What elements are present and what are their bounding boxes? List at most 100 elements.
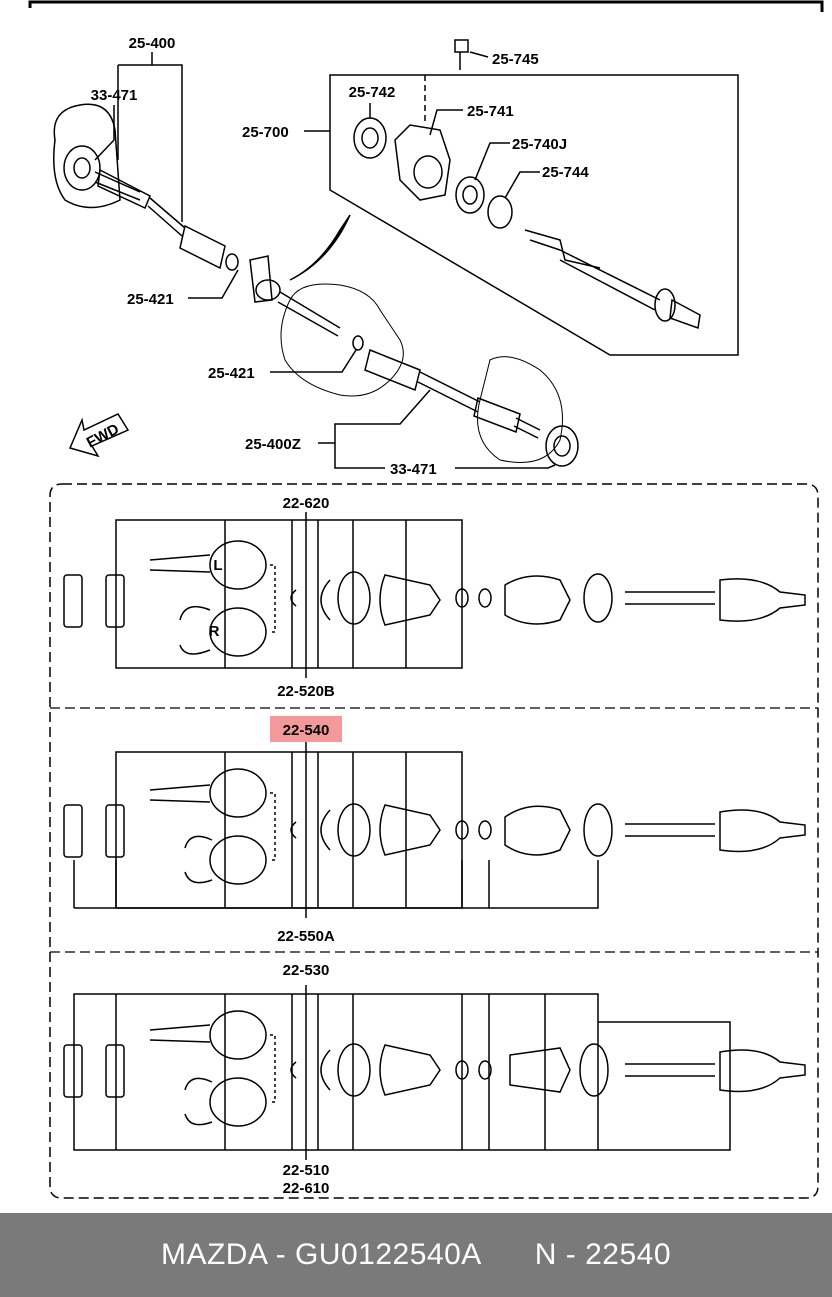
label-22-510: 22-510 (283, 1162, 330, 1179)
option-panel-2 (63, 742, 806, 918)
panel3-circlip (290, 1061, 297, 1079)
bolt-part (454, 39, 469, 70)
panel1-grease-tube-a (63, 574, 83, 628)
panel2-joint-bracket (270, 792, 276, 861)
left-outer-joint (97, 168, 151, 210)
panel1-shaft (625, 591, 715, 605)
leader-33-471-bottom (455, 464, 556, 469)
right-stub (513, 417, 541, 439)
panel2-joint-lower-boot (184, 835, 213, 884)
panel1-joint-l (209, 540, 267, 590)
options-frame (49, 483, 819, 1199)
label-22-610: 22-610 (283, 1180, 330, 1197)
label-25-421-b: 25-421 (208, 365, 255, 382)
right-hub-nut (545, 425, 579, 467)
panel2-frame (115, 751, 463, 909)
panel1-joint-bracket (270, 564, 276, 633)
panel3-outer-joint (719, 1049, 806, 1093)
bearing-part-inner (462, 185, 478, 205)
panel2-labels: 22-540 22-550A (270, 716, 342, 945)
highlight-22-540 (270, 716, 342, 742)
panel2-outer-joint (719, 809, 806, 853)
panel2-joint-upper (209, 768, 267, 818)
panel3-joint-bracket (270, 1034, 276, 1103)
left-circlip (225, 253, 239, 271)
right-circlip (352, 335, 364, 351)
panel3-grease-tube-b (105, 1044, 125, 1098)
transmission-case (280, 283, 404, 397)
left-shaft (147, 197, 186, 237)
panel1-outer-boot (504, 575, 571, 625)
label-25-400: 25-400 (129, 35, 176, 52)
label-33-471-bottom: 33-471 (390, 461, 437, 478)
bracket-part (394, 124, 451, 201)
panel1-side-l: L (213, 557, 222, 574)
bracket-hole (413, 155, 443, 189)
panel1-ring-small (320, 579, 331, 621)
detail-shaft-spline (524, 229, 601, 269)
leader-33-471-top (94, 105, 115, 161)
panel3-small-ring-b (478, 1060, 492, 1080)
part-number-footer: MAZDA - GU0122540A N - 22540 (0, 1213, 832, 1297)
leader-25-421-a (188, 269, 239, 299)
detail-shaft-end (669, 298, 701, 330)
panel3-joint-upper (209, 1010, 267, 1060)
option-panel-3 (63, 985, 806, 1160)
seal-part (353, 117, 387, 159)
panel1-small-ring-b (478, 588, 492, 608)
driveshaft-assembly (53, 103, 579, 467)
panel1-boot (379, 574, 441, 626)
panel3-ring-small (320, 1049, 331, 1091)
bearing (255, 279, 281, 301)
panel3-outer-boot (509, 1047, 571, 1093)
label-25-745: 25-745 (492, 51, 539, 68)
panel3-labels: 22-530 22-510 22-610 (283, 962, 330, 1197)
leader-25-740j (474, 142, 510, 181)
top-labels: 25-400 33-471 25-745 25-742 25-741 25-70… (91, 35, 590, 478)
label-22-550a: 22-550A (277, 928, 335, 945)
panel2-grease-tube-b (105, 804, 125, 858)
label-25-740j: 25-740J (512, 136, 567, 153)
leader-25-400z (318, 389, 431, 469)
option-panel-1 (63, 512, 806, 678)
seal-inner (361, 127, 379, 149)
left-hub-center (73, 157, 91, 179)
detail-box (329, 39, 739, 356)
leader-25-745 (469, 51, 489, 58)
detail-box-outline (329, 74, 739, 356)
label-25-700: 25-700 (242, 124, 289, 141)
panel3-joint-upper-shaft (149, 1024, 211, 1043)
right-inner-boot (364, 348, 421, 392)
panel3-boot (379, 1044, 441, 1096)
panel1-bracket-lines (224, 520, 407, 668)
panel2-circlip (290, 821, 297, 839)
right-hub-nut-center (553, 435, 571, 457)
panel2-joint-lower (209, 835, 267, 885)
panel1-side-r: R (209, 623, 220, 640)
label-25-400z: 25-400Z (245, 436, 301, 453)
panel1-outer-band (583, 573, 613, 623)
leader-lines-top (94, 51, 556, 469)
label-25-742: 25-742 (349, 84, 396, 101)
detail-arrow (289, 214, 351, 281)
label-22-520b: 22-520B (277, 683, 335, 700)
panel3-frame-right (598, 1021, 731, 1151)
ring-part (487, 195, 513, 229)
panel3-frame-left (73, 993, 599, 1151)
panel2-outer-band (583, 803, 613, 857)
panel1-labels: 22-620 22-520B L R (209, 495, 335, 700)
panel3-band (337, 1043, 371, 1097)
panel1-circlip (290, 589, 297, 607)
label-33-471-top: 33-471 (91, 87, 138, 104)
label-22-540: 22-540 (283, 722, 330, 739)
panel1-joint-l-shaft (149, 554, 211, 573)
panel3-bracket-lines (115, 994, 546, 1150)
detail-shaft-flange (654, 288, 676, 322)
right-outer-joint (473, 396, 521, 434)
panel1-band (337, 571, 371, 625)
panel3-joint-lower-boot (184, 1077, 213, 1126)
frame-border (28, 0, 824, 12)
label-25-744: 25-744 (542, 164, 589, 181)
panel2-band (337, 803, 371, 857)
detail-shaft (559, 249, 661, 311)
